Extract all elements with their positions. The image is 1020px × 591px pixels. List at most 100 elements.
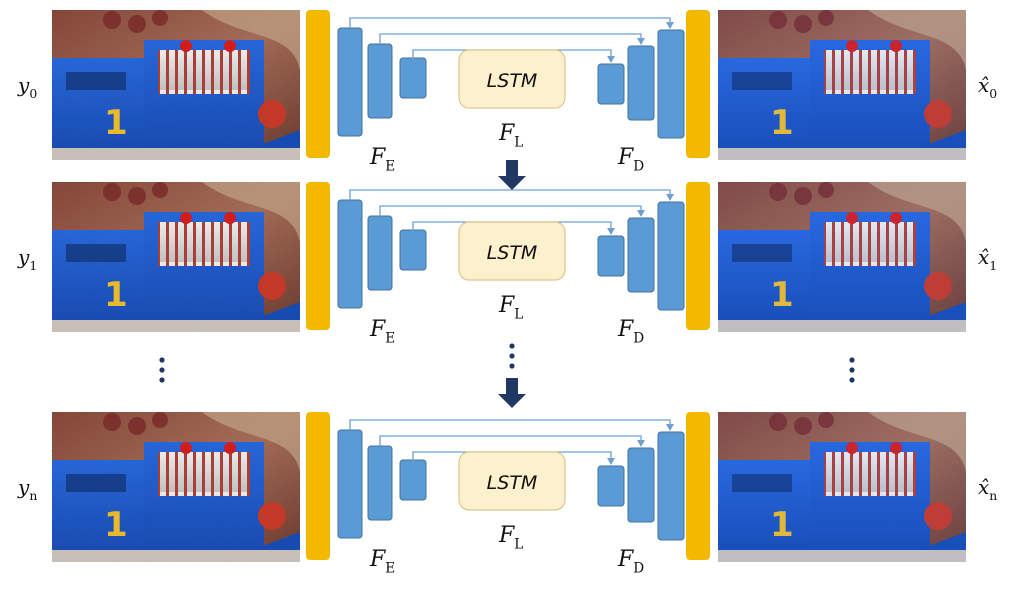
decoder-block-3 [657,29,685,139]
lstm-module-label: FL [498,121,523,151]
encoder-label: FE [369,317,395,347]
ellipsis-center [509,343,515,369]
lstm-module-label: FL [498,523,523,553]
output-image-2 [718,412,966,562]
output-label-1: x̂1 [978,245,997,273]
lstm-module-label: FL [498,293,523,323]
skip-connection-2 [379,33,642,44]
ellipsis-left [159,357,165,383]
encoder-block-3 [399,459,427,501]
input-label-1-sub: 1 [29,258,37,273]
down-arrow-2 [498,378,526,408]
lstm-module-label-main: F [498,121,515,146]
encoder-block-1 [337,199,363,309]
input-label-1-main: y [17,245,30,269]
encoder-block-2 [367,43,393,119]
decoder-label-main: F [617,317,634,342]
input-label-0: y0 [17,73,37,101]
input-feature-bar [306,412,330,560]
output-image-0 [718,10,966,160]
output-label-0-sub: 0 [989,86,997,101]
skip-arrowhead [666,22,674,29]
skip-arrowhead [637,38,645,45]
decoder-block-2 [627,45,655,121]
lstm-box [458,49,566,109]
input-image-2 [52,412,300,562]
encoder-label: FE [369,145,395,175]
input-label-2-main: y [17,475,30,499]
output-label-2-sub: n [989,488,997,503]
decoder-label-main: F [617,547,634,572]
input-feature-bar [306,10,330,158]
skip-arrowhead [666,424,674,431]
encoder-block-3 [399,57,427,99]
output-label-0: x̂0 [978,73,997,101]
ellipsis-right [849,357,855,383]
input-label-0-sub: 0 [29,86,37,101]
lstm-module-label-sub: L [514,307,523,323]
output-label-1-sub: 1 [989,258,997,273]
skip-connection-2 [379,205,642,216]
output-feature-bar [686,182,710,330]
decoder-block-3 [657,431,685,541]
lstm-module-label-main: F [498,293,515,318]
output-label-0-main: x̂ [978,73,989,97]
down-arrow-1 [498,160,526,190]
encoder-block-3 [399,229,427,271]
encoder-block-1 [337,27,363,137]
output-label-2-main: x̂ [978,475,989,499]
decoder-block-1 [597,465,625,507]
encoder-label-sub: E [385,331,395,347]
skip-arrowhead [607,56,615,63]
encoder-label-sub: E [385,561,395,577]
decoder-label-sub: D [633,331,644,347]
decoder-block-1 [597,235,625,277]
encoder-block-1 [337,429,363,539]
output-feature-bar [686,412,710,560]
output-image-1 [718,182,966,332]
encoder-label: FE [369,547,395,577]
input-label-0-main: y [17,73,30,97]
encoder-block-2 [367,445,393,521]
input-label-1: y1 [17,245,37,273]
encoder-label-main: F [369,547,386,572]
encoder-label-main: F [369,145,386,170]
decoder-label-sub: D [633,561,644,577]
decoder-block-1 [597,63,625,105]
lstm-box [458,451,566,511]
decoder-label: FD [617,547,644,577]
decoder-label-sub: D [633,159,644,175]
lstm-label: LSTM [487,472,538,494]
decoder-label: FD [617,317,644,347]
encoder-label-main: F [369,317,386,342]
output-feature-bar [686,10,710,158]
skip-connection-1 [349,419,671,430]
skip-arrowhead [666,194,674,201]
lstm-label: LSTM [487,242,538,264]
encoder-block-2 [367,215,393,291]
input-label-2-sub: n [29,488,37,503]
skip-arrowhead [637,440,645,447]
lstm-module-label-main: F [498,523,515,548]
decoder-label-main: F [617,145,634,170]
skip-arrowhead [607,458,615,465]
input-image-1 [52,182,300,332]
encoder-label-sub: E [385,159,395,175]
skip-arrowhead [607,228,615,235]
output-label-1-main: x̂ [978,245,989,269]
lstm-module-label-sub: L [514,537,523,553]
input-label-2: yn [17,475,37,503]
lstm-module-label-sub: L [514,135,523,151]
decoder-block-3 [657,201,685,311]
decoder-block-2 [627,447,655,523]
skip-arrowhead [637,210,645,217]
skip-connection-1 [349,189,671,200]
decoder-block-2 [627,217,655,293]
lstm-label: LSTM [487,70,538,92]
decoder-label: FD [617,145,644,175]
output-label-2: x̂n [978,475,997,503]
skip-connection-1 [349,17,671,28]
input-feature-bar [306,182,330,330]
lstm-box [458,221,566,281]
